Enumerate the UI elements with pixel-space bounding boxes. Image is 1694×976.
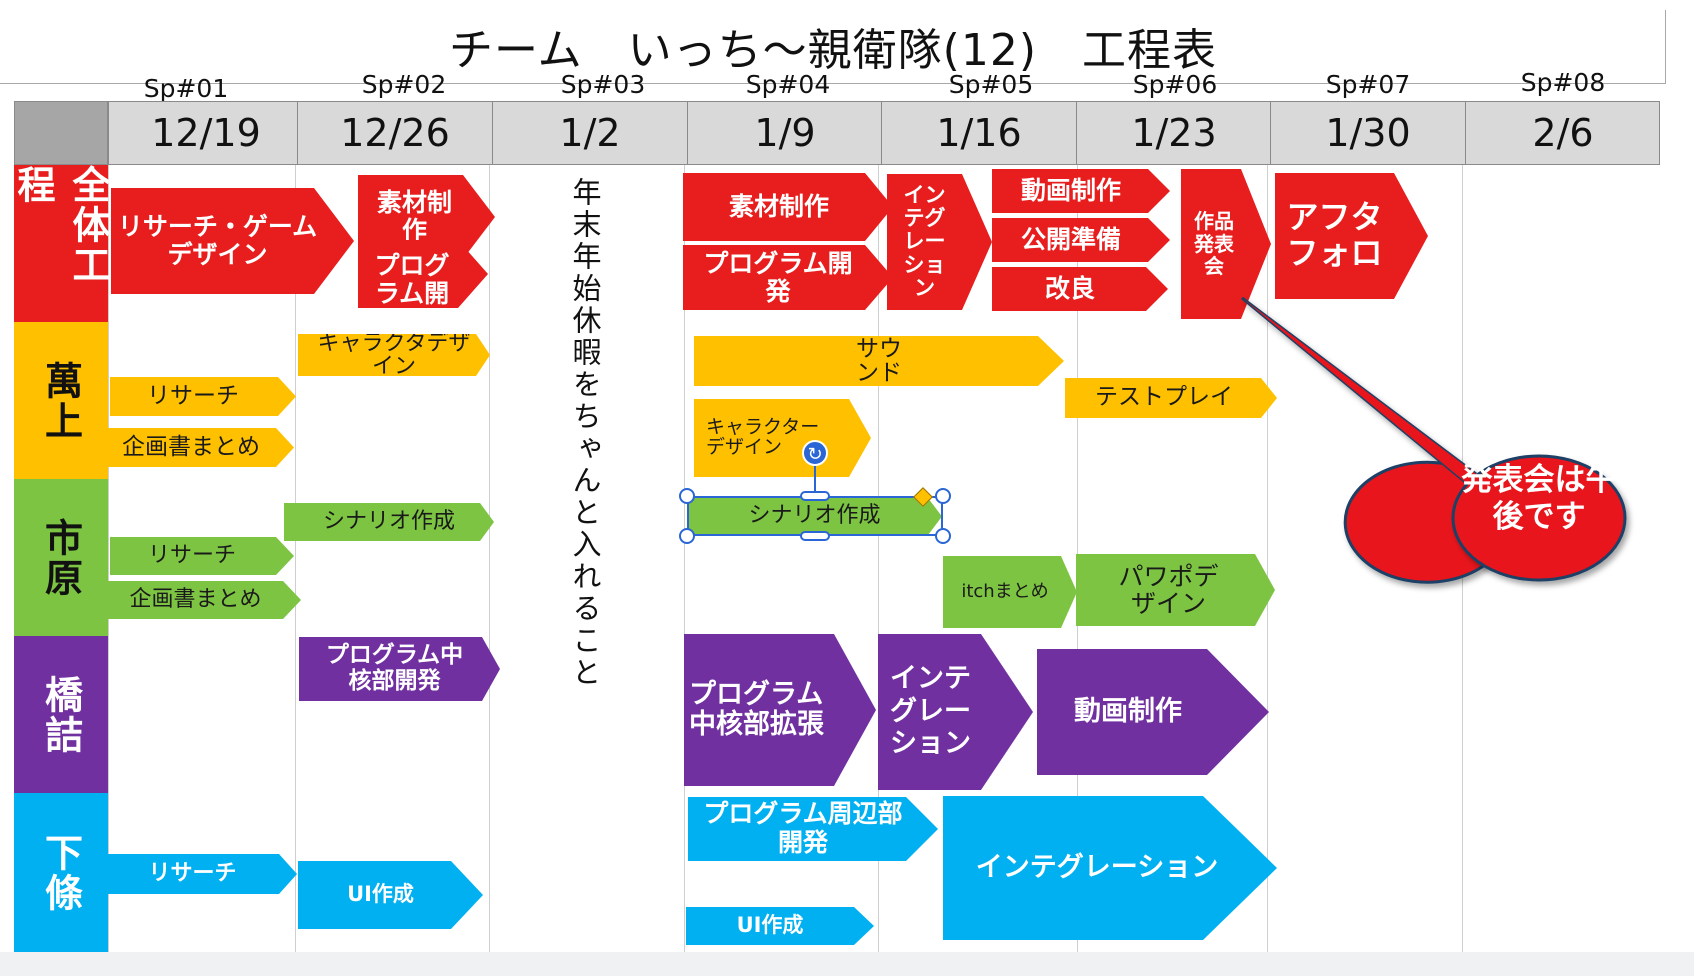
- task-arrow[interactable]: 改良: [992, 267, 1168, 311]
- sprint-label: Sp#05: [948, 70, 1034, 99]
- selection-frame[interactable]: [687, 496, 943, 536]
- task-arrow[interactable]: 素材制作: [683, 173, 893, 241]
- task-arrow[interactable]: インテグレーション: [943, 796, 1277, 940]
- lane-header-shimojo: 下條: [14, 793, 108, 952]
- task-arrow[interactable]: インテグレーション: [878, 634, 1033, 790]
- lane-header-all: 全体工程: [11, 165, 110, 322]
- lane-header-ichihara: 市原: [14, 479, 108, 636]
- page-title[interactable]: チーム いっち～親衛隊(12) 工程表: [449, 25, 1217, 76]
- task-arrow[interactable]: 企画書まとめ: [108, 428, 294, 467]
- task-arrow[interactable]: リサーチ: [108, 854, 297, 894]
- task-arrow[interactable]: プログラム開発: [358, 240, 488, 308]
- sprint-label: Sp#08: [1520, 68, 1606, 97]
- holiday-note[interactable]: 年末年始休暇をちゃんと入れること: [568, 177, 602, 689]
- date-cell[interactable]: 12/26: [297, 101, 492, 165]
- resize-handle[interactable]: [679, 528, 695, 544]
- task-arrow[interactable]: インテグレーション: [887, 174, 992, 310]
- sprint-label: Sp#04: [745, 70, 831, 99]
- task-arrow-selected[interactable]: シナリオ作成: [687, 498, 942, 535]
- title-frame: [0, 10, 1666, 84]
- task-arrow[interactable]: アフタフォロ: [1275, 173, 1428, 299]
- grid-line: [1462, 165, 1463, 952]
- date-cell[interactable]: 2/6: [1465, 101, 1660, 165]
- sprint-label: Sp#02: [361, 70, 447, 99]
- task-arrow[interactable]: itchまとめ: [943, 556, 1077, 628]
- date-cell[interactable]: 1/30: [1270, 101, 1465, 165]
- date-cell[interactable]: 1/23: [1076, 101, 1271, 165]
- resize-handle[interactable]: [935, 488, 951, 504]
- task-arrow[interactable]: テストプレイ: [1065, 378, 1277, 418]
- bottom-strip: [0, 952, 1694, 976]
- resize-handle[interactable]: [935, 528, 951, 544]
- task-arrow[interactable]: プログラム周辺部開発: [688, 797, 938, 861]
- date-header-row: [14, 101, 1660, 165]
- task-arrow[interactable]: プログラム中核部拡張: [684, 634, 876, 786]
- callout-text[interactable]: 発表会は午後です: [1461, 462, 1617, 535]
- rotate-icon[interactable]: ↻: [802, 440, 828, 466]
- sprint-label: Sp#07: [1325, 70, 1411, 99]
- rotate-stem: [814, 466, 816, 492]
- sprint-label: Sp#03: [560, 70, 646, 99]
- grid-line: [684, 165, 685, 952]
- task-arrow[interactable]: 作品発表会: [1181, 169, 1271, 319]
- lane-header-hashizume: 橋詰: [14, 636, 108, 793]
- resize-handle[interactable]: [800, 491, 830, 501]
- task-arrow[interactable]: プログラム中核部開発: [299, 637, 500, 701]
- sprint-label: Sp#01: [143, 74, 229, 103]
- task-arrow[interactable]: UI作成: [686, 907, 874, 945]
- task-arrow[interactable]: キャラクタデザイン: [298, 334, 490, 376]
- task-arrow[interactable]: シナリオ作成: [284, 503, 494, 541]
- date-cell[interactable]: 12/19: [108, 101, 303, 165]
- date-cell[interactable]: 1/9: [687, 101, 882, 165]
- task-arrow[interactable]: 動画制作: [992, 169, 1170, 213]
- grid-line: [1267, 165, 1268, 952]
- task-arrow[interactable]: サウンド: [694, 336, 1064, 386]
- grid-line: [108, 165, 109, 952]
- sprint-label: Sp#06: [1132, 70, 1218, 99]
- grid-line: [295, 165, 296, 952]
- task-arrow[interactable]: キャラクターデザイン: [694, 399, 871, 477]
- task-arrow[interactable]: リサーチ: [110, 537, 294, 575]
- task-arrow[interactable]: リサーチ・ゲームデザイン: [111, 188, 354, 294]
- task-arrow[interactable]: プログラム開発: [683, 245, 893, 310]
- task-arrow[interactable]: 公開準備: [992, 218, 1170, 262]
- date-cell[interactable]: 1/2: [492, 101, 687, 165]
- task-arrow[interactable]: UI作成: [298, 861, 483, 929]
- task-arrow[interactable]: リサーチ: [110, 377, 296, 416]
- task-arrow[interactable]: 動画制作: [1037, 649, 1269, 775]
- task-arrow[interactable]: 企画書まとめ: [108, 581, 301, 619]
- task-arrow[interactable]: パワポデザイン: [1076, 554, 1275, 626]
- grid-line: [489, 165, 490, 952]
- grid-line: [878, 165, 879, 952]
- resize-handle[interactable]: [679, 488, 695, 504]
- date-cell[interactable]: 1/16: [881, 101, 1076, 165]
- lane-header-banjo: 萬上: [14, 322, 108, 479]
- header-corner-cell: [14, 101, 108, 165]
- resize-handle[interactable]: [800, 531, 830, 541]
